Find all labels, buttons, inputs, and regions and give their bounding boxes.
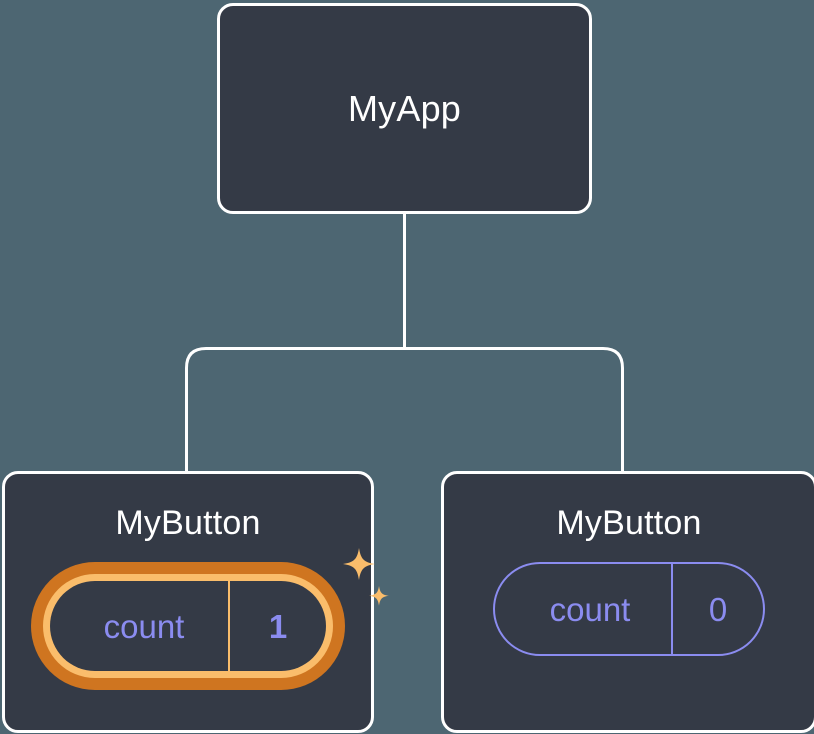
connector-branch-bar [185, 347, 624, 472]
node-title: MyButton [556, 504, 702, 542]
state-pill[interactable]: count 0 [493, 562, 765, 656]
state-key: count [549, 590, 631, 628]
state-key: count [103, 607, 185, 645]
state-value: 0 [671, 564, 763, 654]
state-pill-wrapper: count 1 [31, 548, 389, 690]
node-mybutton-right[interactable]: MyButton count 0 [441, 471, 814, 733]
node-title: MyApp [347, 87, 462, 129]
node-mybutton-left[interactable]: MyButton count 1 [2, 471, 389, 733]
node-title: MyButton [115, 504, 261, 542]
state-pill-core: count 1 [50, 581, 326, 671]
node-myapp[interactable]: MyApp [217, 3, 592, 214]
sparkle-large-icon [343, 548, 375, 580]
state-pill-inner-ring: count 1 [43, 574, 333, 678]
state-value: 1 [228, 581, 326, 671]
state-pill-highlighted[interactable]: count 1 [31, 562, 345, 690]
state-pill-wrapper: count 0 [493, 562, 765, 656]
